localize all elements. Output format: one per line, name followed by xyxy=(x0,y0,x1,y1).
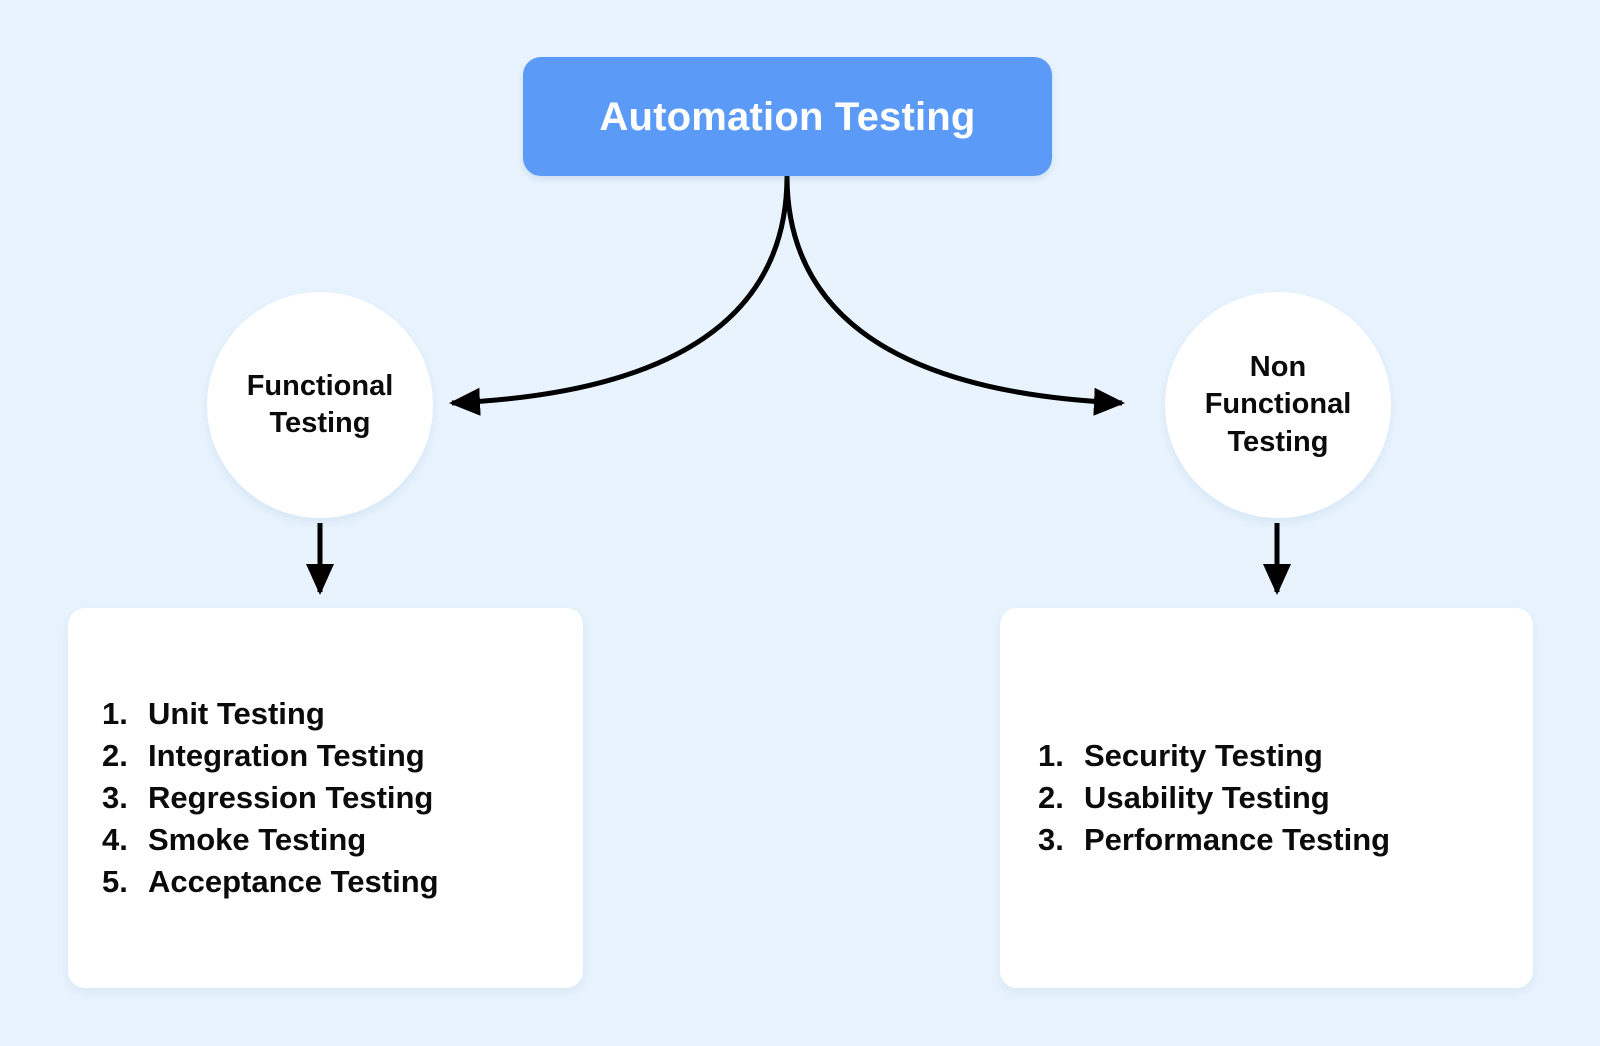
circle-non-functional-line-1: Non xyxy=(1249,351,1307,384)
list-item: 2. Usability Testing xyxy=(1038,777,1533,819)
list-card-functional-testing: 1. Unit Testing 2. Integration Testing 3. R… xyxy=(68,608,583,988)
list-item-label: Acceptance Testing xyxy=(148,864,439,900)
list-item-number: 3. xyxy=(1038,822,1064,858)
list-item-number: 1. xyxy=(102,695,128,731)
list-item: 2. Integration Testing xyxy=(102,735,583,777)
functional-testing-list: 1. Unit Testing 2. Integration Testing 3. R… xyxy=(68,693,583,904)
root-node-label: Automation Testing xyxy=(599,94,976,139)
list-item-number: 5. xyxy=(102,864,128,900)
list-item-label: Usability Testing xyxy=(1084,779,1330,815)
list-item: 1. Security Testing xyxy=(1038,735,1533,777)
arrow-root-to-functional xyxy=(449,175,790,416)
circle-node-functional-testing[interactable]: Functional Testing xyxy=(207,292,433,518)
circle-functional-line-2: Testing xyxy=(269,407,371,439)
list-item-label: Performance Testing xyxy=(1084,822,1391,858)
list-item-number: 3. xyxy=(102,779,128,815)
list-item: 3. Performance Testing xyxy=(1038,819,1533,861)
non-functional-testing-list: 1. Security Testing 2. Usability Testing 3… xyxy=(1000,735,1533,861)
arrow-root-to-non-functional xyxy=(784,175,1125,416)
list-item-number: 2. xyxy=(1038,779,1064,815)
list-card-non-functional-testing: 1. Security Testing 2. Usability Testing 3… xyxy=(1000,608,1533,988)
list-item-label: Integration Testing xyxy=(148,737,425,773)
list-item-number: 4. xyxy=(102,822,128,858)
root-node-automation-testing[interactable]: Automation Testing xyxy=(523,57,1052,176)
circle-node-non-functional-label: Non Functional Testing xyxy=(1191,349,1366,460)
list-item: 5. Acceptance Testing xyxy=(102,861,583,903)
list-item: 1. Unit Testing xyxy=(102,693,583,735)
list-item: 3. Regression Testing xyxy=(102,777,583,819)
list-item-number: 1. xyxy=(1038,737,1064,773)
circle-functional-line-1: Functional xyxy=(246,369,394,402)
circle-non-functional-line-2: Functional xyxy=(1204,388,1352,421)
list-item-number: 2. xyxy=(102,737,128,773)
list-item-label: Regression Testing xyxy=(148,779,434,815)
list-item-label: Security Testing xyxy=(1084,737,1323,773)
circle-node-functional-label: Functional Testing xyxy=(233,368,408,442)
list-item: 4. Smoke Testing xyxy=(102,819,583,861)
list-item-label: Unit Testing xyxy=(148,695,325,731)
list-item-label: Smoke Testing xyxy=(148,822,367,858)
circle-node-non-functional-testing[interactable]: Non Functional Testing xyxy=(1165,292,1391,518)
circle-non-functional-line-3: Testing xyxy=(1227,425,1329,458)
